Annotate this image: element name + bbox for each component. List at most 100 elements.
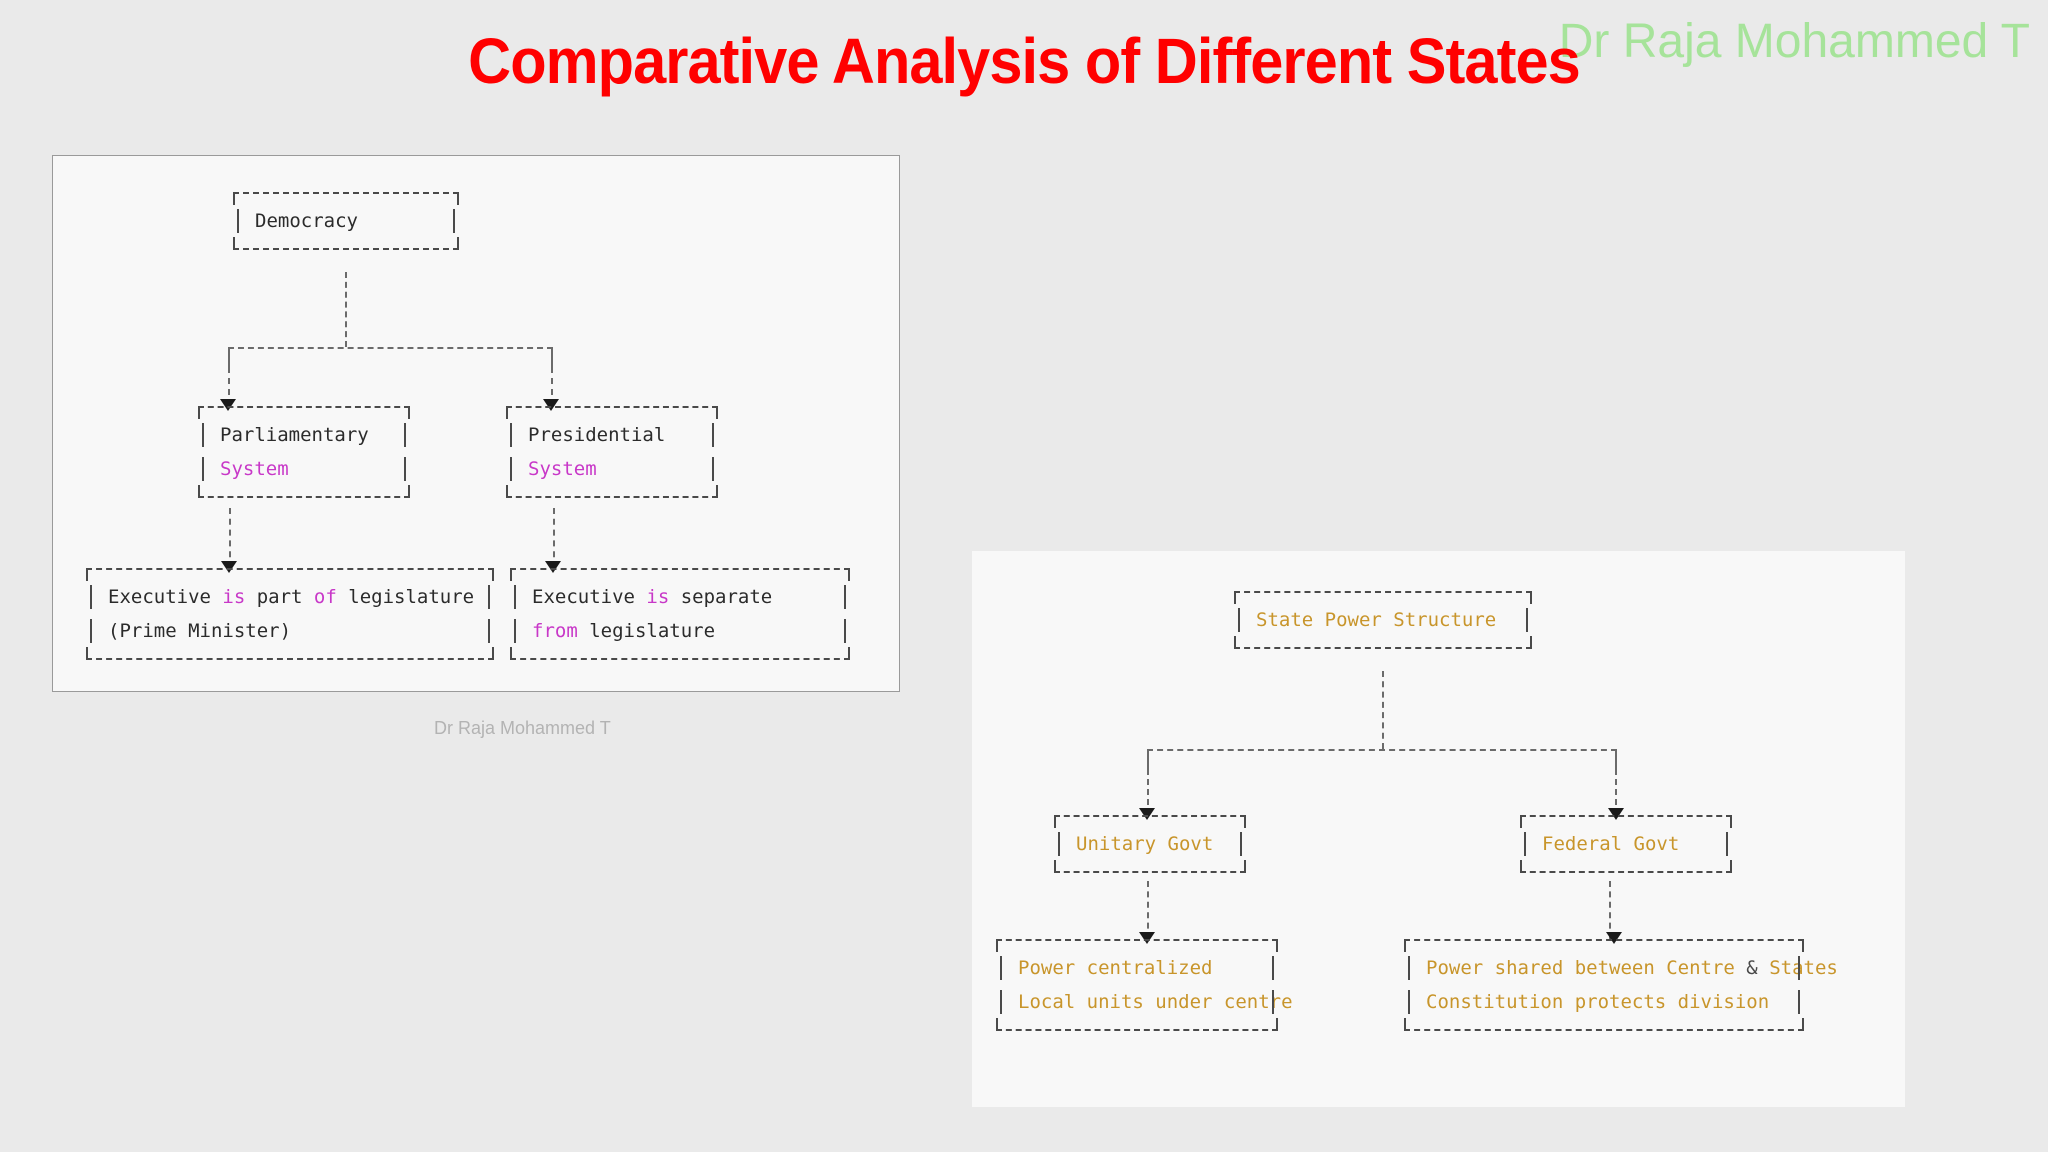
box-rail-top [510,568,850,570]
node-text-block: Presidential System [506,406,718,498]
page-title: Comparative Analysis of Different States [468,25,1581,97]
box-corner-tr [1244,815,1246,828]
node-line: Presidential [506,418,718,452]
node-presidential-system[interactable]: Presidential System [506,399,718,498]
connector-split-bar-l1 [228,347,553,349]
node-text-block: Federal Govt [1520,815,1732,873]
box-rail-top [233,192,459,194]
token: System [528,458,597,480]
box-corner-br [716,485,718,498]
node-state-power-structure[interactable]: State Power Structure [1234,591,1532,649]
connector-elbow-right-r1 [1615,749,1617,769]
box-rail-bottom [996,1029,1278,1031]
box-corner-br [1802,1018,1804,1031]
box-rail-bottom [1520,871,1732,873]
token: Power centralized [1018,957,1213,979]
box-corner-tl [233,192,235,205]
box-corner-br [1244,860,1246,873]
node-power-shared[interactable]: Power shared between Centre & States Con… [1404,932,1838,1031]
box-corner-br [1276,1018,1278,1031]
box-rail-bottom [1054,871,1246,873]
node-line: Executive is part of legislature [86,580,494,614]
box-rail-bottom [86,658,494,660]
token: (Prime Minister) [108,620,292,642]
token: of [313,586,337,608]
box-corner-tl [506,406,508,419]
box-corner-tl [1520,815,1522,828]
token: part [245,586,314,608]
token: States [1757,957,1838,979]
connector-democracy-down [345,272,347,347]
node-parliamentary-system[interactable]: Parliamentary System [198,399,410,498]
left-card-caption: Dr Raja Mohammed T [434,718,611,738]
token: State Power Structure [1256,609,1497,631]
node-line: State Power Structure [1234,603,1532,637]
node-executive-part-of-legislature[interactable]: Executive is part of legislature (Prime … [86,561,494,660]
node-text-block: Power centralized Local units under cent… [996,939,1293,1031]
box-rail-top [1054,815,1246,817]
box-corner-br [1730,860,1732,873]
arrowhead-icon [1139,932,1155,944]
connector-federal-down [1609,881,1611,939]
box-corner-tr [1276,939,1278,952]
node-democracy[interactable]: Democracy [233,192,459,250]
node-text-block: Parliamentary System [198,406,410,498]
box-corner-br [492,647,494,660]
token: from [532,620,578,642]
box-rail-top [1404,939,1804,941]
connector-elbow-right-l1 [551,347,553,367]
box-corner-bl [1520,860,1522,873]
box-rail-bottom [1234,647,1532,649]
connector-parliamentary-down [229,508,231,568]
token: Power shared between Centre [1426,957,1747,979]
node-power-centralized[interactable]: Power centralized Local units under cent… [996,932,1293,1031]
token: System [220,458,289,480]
box-corner-br [457,237,459,250]
token: is [222,586,246,608]
token: separate [669,586,773,608]
box-corner-tr [716,406,718,419]
box-corner-tr [1530,591,1532,604]
token: Parliamentary [220,424,369,446]
box-corner-tl [198,406,200,419]
box-corner-bl [1234,636,1236,649]
connector-elbow-left-l1 [228,347,230,367]
watermark-top-right: Dr Raja Mohammed T [1558,15,2030,68]
box-rail-bottom [233,248,459,250]
node-line: Executive is separate [510,580,850,614]
box-rail-bottom [506,496,718,498]
token: Presidential [528,424,666,446]
node-executive-separate-from-legislature[interactable]: Executive is separate from legislature [510,561,850,660]
arrowhead-icon [220,399,236,411]
connector-to-parliamentary [228,367,230,406]
box-corner-tr [848,568,850,581]
box-corner-bl [233,237,235,250]
node-line: System [506,452,718,486]
node-unitary-govt[interactable]: Unitary Govt [1054,808,1246,873]
box-corner-bl [1404,1018,1406,1031]
box-corner-tr [1730,815,1732,828]
box-rail-bottom [198,496,410,498]
box-rail-bottom [1404,1029,1804,1031]
connector-to-presidential [551,367,553,406]
token: Federal Govt [1542,833,1680,855]
connector-split-bar-r1 [1147,749,1617,751]
token: Democracy [255,210,358,232]
box-rail-top [86,568,494,570]
box-corner-bl [996,1018,998,1031]
node-text-block: Democracy [233,192,459,250]
box-rail-top [1520,815,1732,817]
box-corner-bl [86,647,88,660]
box-corner-tr [492,568,494,581]
box-corner-br [848,647,850,660]
box-corner-tr [408,406,410,419]
node-text-block: Executive is separate from legislature [510,568,850,660]
box-corner-tl [510,568,512,581]
token: legislature [336,586,475,608]
box-rail-top [996,939,1278,941]
node-line: (Prime Minister) [86,614,494,648]
node-federal-govt[interactable]: Federal Govt [1520,808,1732,873]
connector-to-federal [1615,769,1617,815]
token: Local units under centre [1018,991,1293,1013]
node-line: from legislature [510,614,850,648]
